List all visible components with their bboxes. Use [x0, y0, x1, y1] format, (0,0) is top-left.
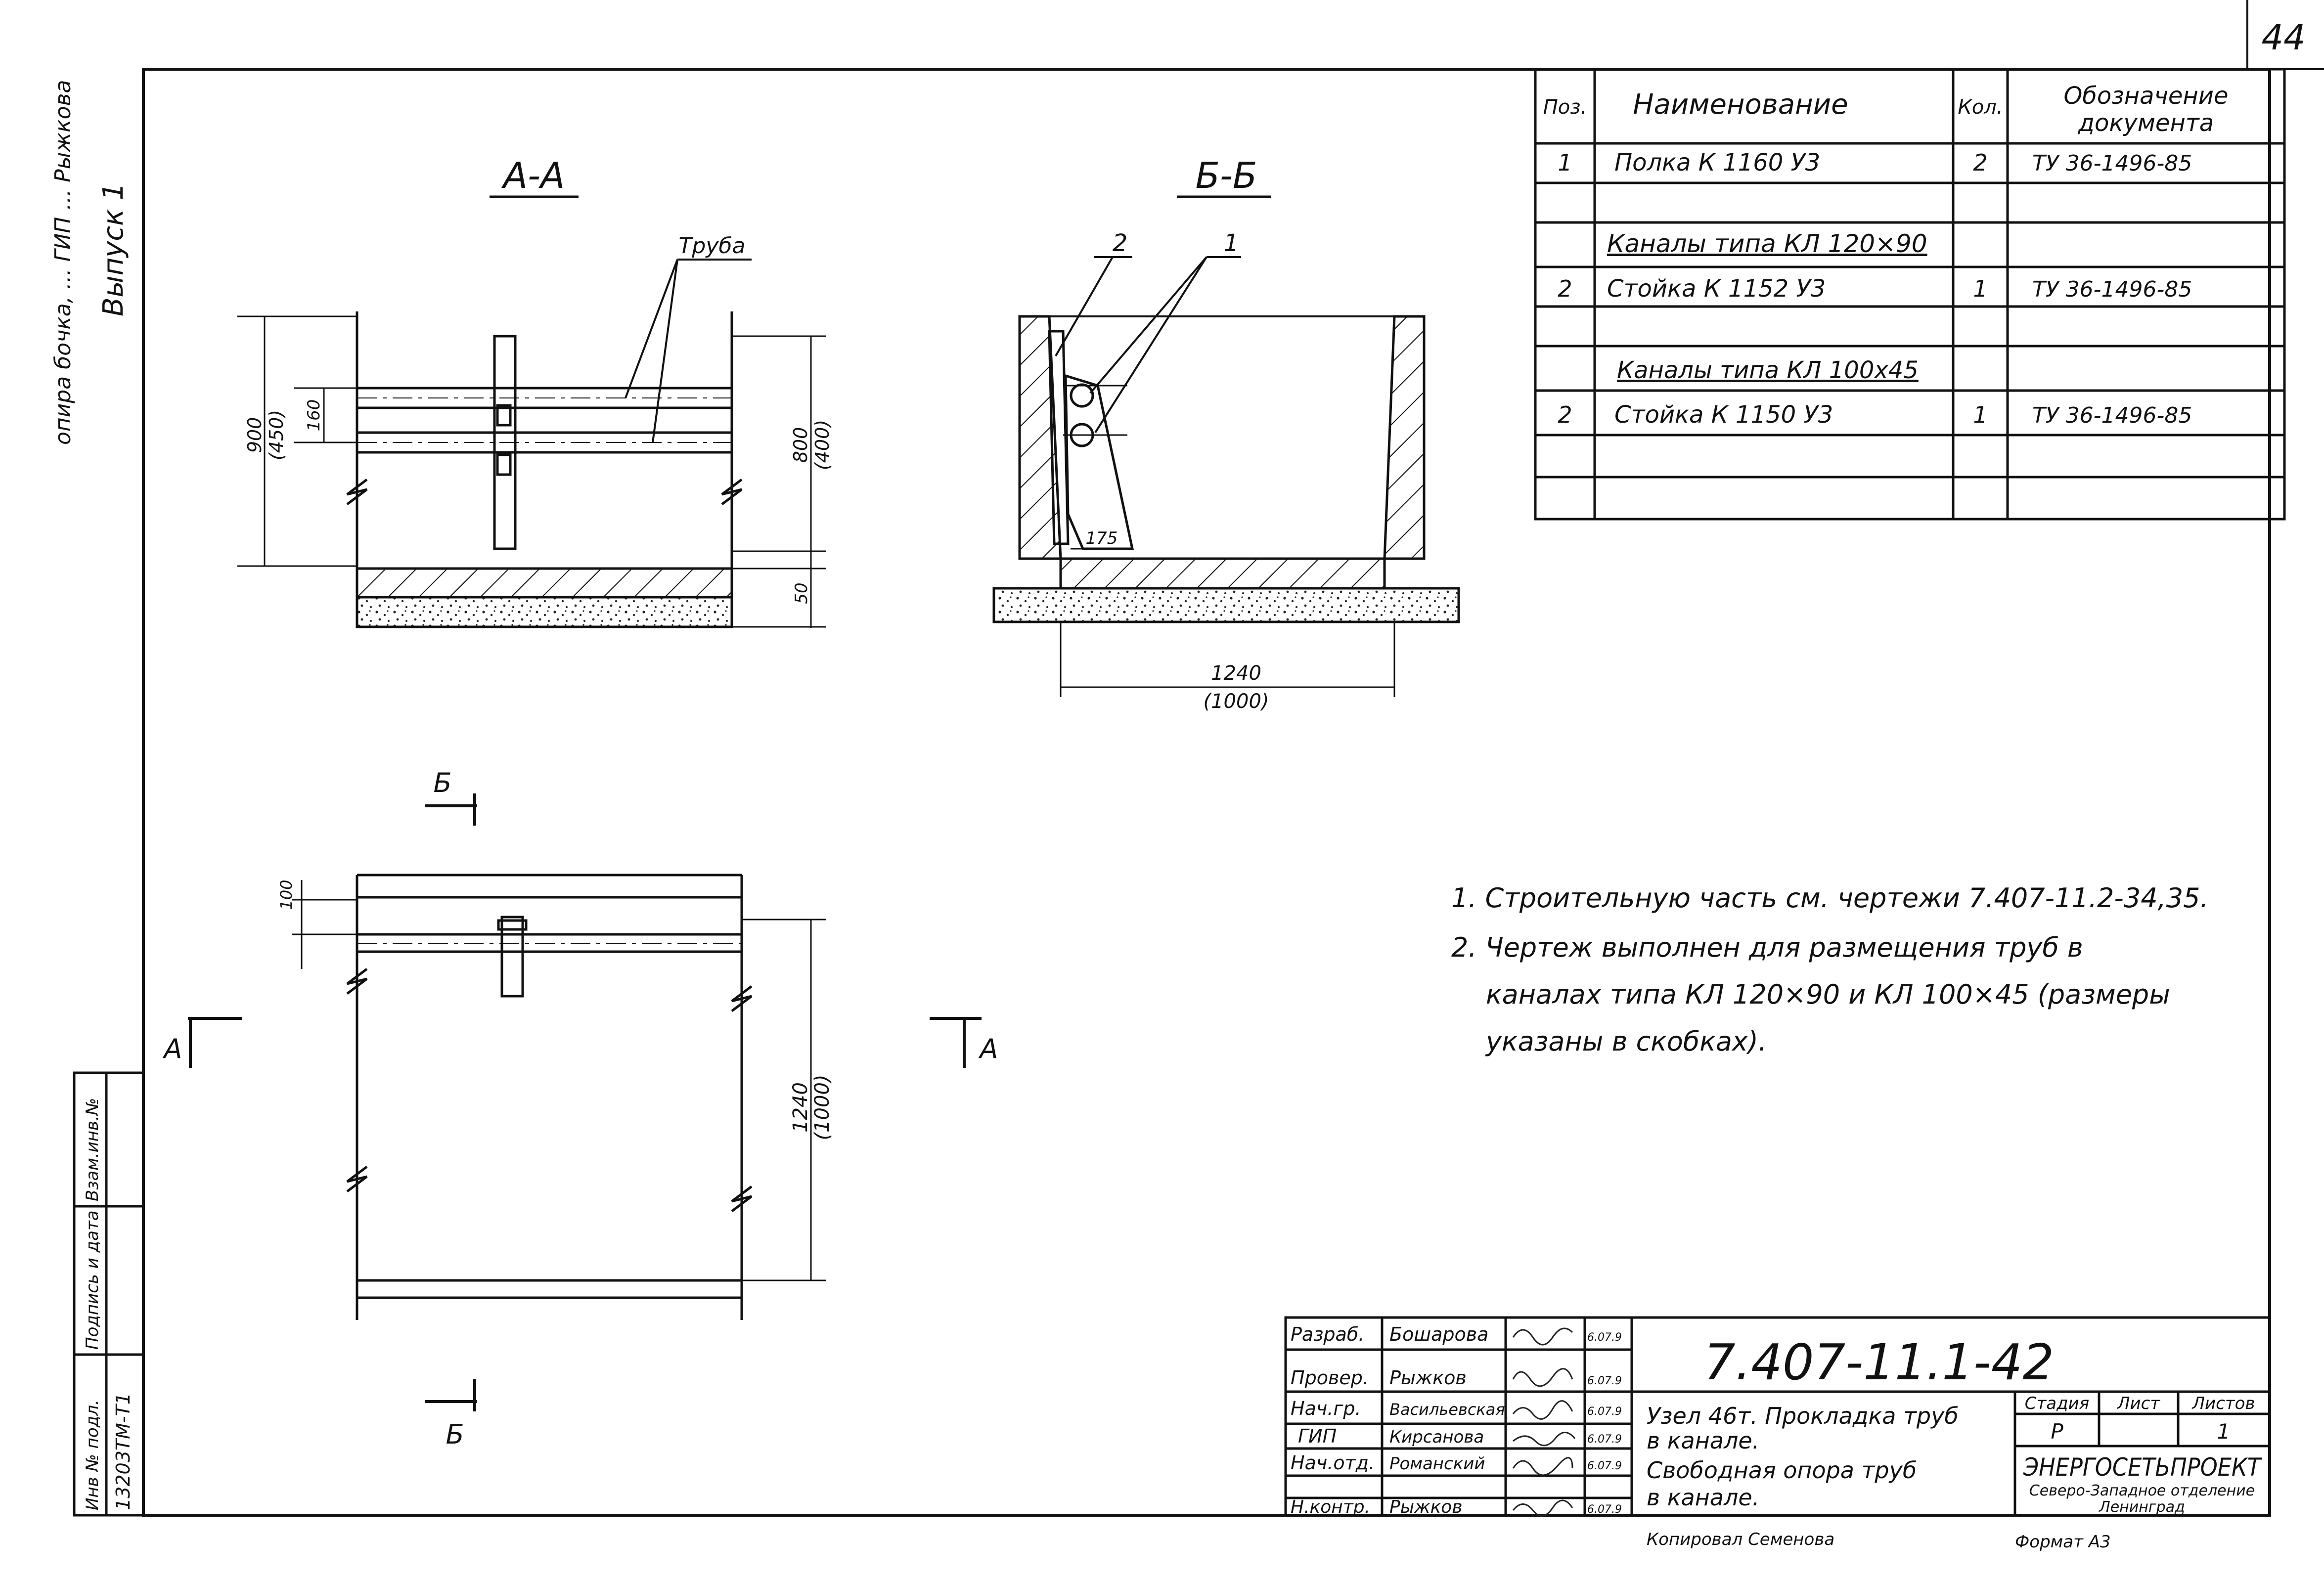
- plan-view: 100 1240 (1000) Б Б А А: [163, 767, 998, 1450]
- row6-name: Каналы типа КЛ 100х45: [1617, 356, 1919, 384]
- cut-b-bottom: Б: [446, 1419, 464, 1450]
- cut-b-top: Б: [433, 767, 451, 798]
- callout-1: 1: [1224, 229, 1239, 257]
- header-doc: Обозначение: [2063, 82, 2228, 110]
- title-block: Разраб. Бошарова 6.07.9 Провер. Рыжков 6…: [1284, 1316, 2271, 1517]
- date-2: 6.07.9: [1587, 1375, 1622, 1387]
- sheets-label: Листов: [2191, 1394, 2255, 1413]
- left-margin: опира бочка, ... ГИП ... Рыжкова Выпуск …: [50, 80, 145, 1517]
- role-3: Нач.гр.: [1291, 1398, 1361, 1419]
- dim-800: 800: [790, 427, 811, 463]
- note-2-line2: каналах типа КЛ 120×90 и КЛ 100×45 (разм…: [1486, 979, 2170, 1010]
- header-qty: Кол.: [1958, 96, 2003, 119]
- role-4: ГИП: [1298, 1425, 1337, 1447]
- row1-name: Полка К 1160 У3: [1614, 149, 1820, 176]
- dim-50: 50: [792, 582, 811, 604]
- date-4: 6.07.9: [1587, 1433, 1622, 1446]
- header-name: Наименование: [1633, 88, 1848, 121]
- sheet-number: 44: [2261, 17, 2305, 58]
- note-1: 1. Строительную часть см. чертежи 7.407-…: [1451, 882, 2209, 914]
- dim-1240: 1240: [1211, 662, 1261, 685]
- row1-qty: 2: [1973, 149, 1987, 176]
- role-6: Н.контр.: [1291, 1497, 1370, 1517]
- role-5: Нач.отд.: [1291, 1452, 1375, 1474]
- section-bb: Б-Б 2 1: [992, 155, 1460, 713]
- date-3: 6.07.9: [1587, 1405, 1622, 1418]
- note-2: 2. Чертеж выполнен для размещения труб в: [1451, 932, 2083, 963]
- name-6: Рыжков: [1389, 1497, 1463, 1517]
- stamp-sign-date: Подпись и дата: [83, 1210, 102, 1350]
- header-pos: Поз.: [1543, 96, 1587, 119]
- name-3: Васильевская: [1389, 1400, 1505, 1419]
- row7-qty: 1: [1973, 401, 1987, 428]
- date-1: 6.07.9: [1587, 1331, 1622, 1344]
- date-5: 6.07.9: [1587, 1460, 1622, 1472]
- callout-2: 2: [1113, 229, 1128, 257]
- row4-name: Стойка К 1152 У3: [1607, 275, 1826, 303]
- release-label: Выпуск 1: [97, 183, 130, 316]
- row4-qty: 1: [1973, 275, 1987, 302]
- plan-dim-1000: (1000): [811, 1074, 834, 1140]
- dim-100: 100: [277, 879, 296, 910]
- org-name: ЭНЕРГОСЕТЬПРОЕКТ: [2023, 1453, 2262, 1482]
- dim-1000: (1000): [1203, 690, 1269, 713]
- notes: 1. Строительную часть см. чертежи 7.407-…: [1451, 882, 2209, 1057]
- drawing-title-3: Свободная опора труб: [1647, 1457, 1917, 1484]
- row4-doc: ТУ 36-1496-85: [2032, 277, 2192, 302]
- drawing-title-1: Узел 46т. Прокладка труб: [1647, 1403, 1959, 1429]
- format-label: Формат А3: [2015, 1532, 2111, 1552]
- dim-160: 160: [304, 399, 324, 432]
- name-4: Кирсанова: [1389, 1427, 1484, 1447]
- section-bb-title: Б-Б: [1196, 155, 1257, 196]
- cut-a-right: А: [979, 1033, 998, 1064]
- name-5: Романский: [1389, 1454, 1485, 1474]
- drawing-code: 7.407-11.1-42: [1704, 1333, 2054, 1391]
- org-line3: Ленинград: [2099, 1498, 2185, 1516]
- sheet-frame: [142, 0, 2324, 1517]
- sheets-value: 1: [2217, 1419, 2231, 1444]
- spec-table: Поз. Наименование Кол. Обозначение докум…: [1534, 68, 2286, 521]
- dim-900: 900: [244, 417, 266, 453]
- section-aa: А-А Труба: [237, 155, 833, 628]
- header-doc-line2: документа: [2078, 109, 2214, 137]
- row7-doc: ТУ 36-1496-85: [2032, 403, 2192, 428]
- name-2: Рыжков: [1389, 1367, 1467, 1389]
- org-line2: Северо-Западное отделение: [2029, 1482, 2255, 1499]
- role-2: Провер.: [1291, 1367, 1369, 1389]
- name-1: Бошарова: [1389, 1323, 1488, 1345]
- margin-stamp: [73, 1071, 145, 1517]
- signatures: [1512, 1327, 1576, 1517]
- row4-pos: 2: [1558, 275, 1572, 302]
- dim-800-alt: (400): [811, 420, 833, 470]
- stage-value: Р: [2051, 1419, 2063, 1444]
- stamp-replace-inv: Взам.инв.№: [83, 1098, 102, 1201]
- pipe-label: Труба: [679, 233, 746, 259]
- plan-dim-1240: 1240: [789, 1082, 812, 1133]
- row1-doc: ТУ 36-1496-85: [2032, 151, 2192, 176]
- stamp-inv-orig: Инв № подл.: [83, 1400, 102, 1510]
- row7-name: Стойка К 1150 У3: [1614, 401, 1833, 429]
- cut-a-left: А: [163, 1033, 182, 1064]
- dim-175: 175: [1086, 528, 1118, 548]
- drawing-title-4: в канале.: [1647, 1484, 1759, 1511]
- note-2-line3: указаны в скобках).: [1485, 1026, 1767, 1057]
- copied-by: Копировал Семенова: [1647, 1530, 1834, 1549]
- date-6: 6.07.9: [1587, 1503, 1622, 1516]
- row1-pos: 1: [1558, 149, 1572, 176]
- dim-900-alt: (450): [266, 410, 287, 460]
- stage-label: Стадия: [2025, 1394, 2089, 1413]
- margin-vertical-note: опира бочка, ... ГИП ... Рыжкова: [50, 80, 76, 445]
- role-1: Разраб.: [1291, 1323, 1364, 1345]
- drawing-title-2: в канале.: [1647, 1427, 1759, 1454]
- section-aa-title: А-А: [501, 155, 565, 196]
- row7-pos: 2: [1558, 401, 1572, 428]
- stamp-inv-value: 13203ТМ-Т1: [112, 1393, 134, 1510]
- sheet-label: Лист: [2116, 1394, 2160, 1413]
- row3-name: Каналы типа КЛ 120×90: [1607, 229, 1927, 258]
